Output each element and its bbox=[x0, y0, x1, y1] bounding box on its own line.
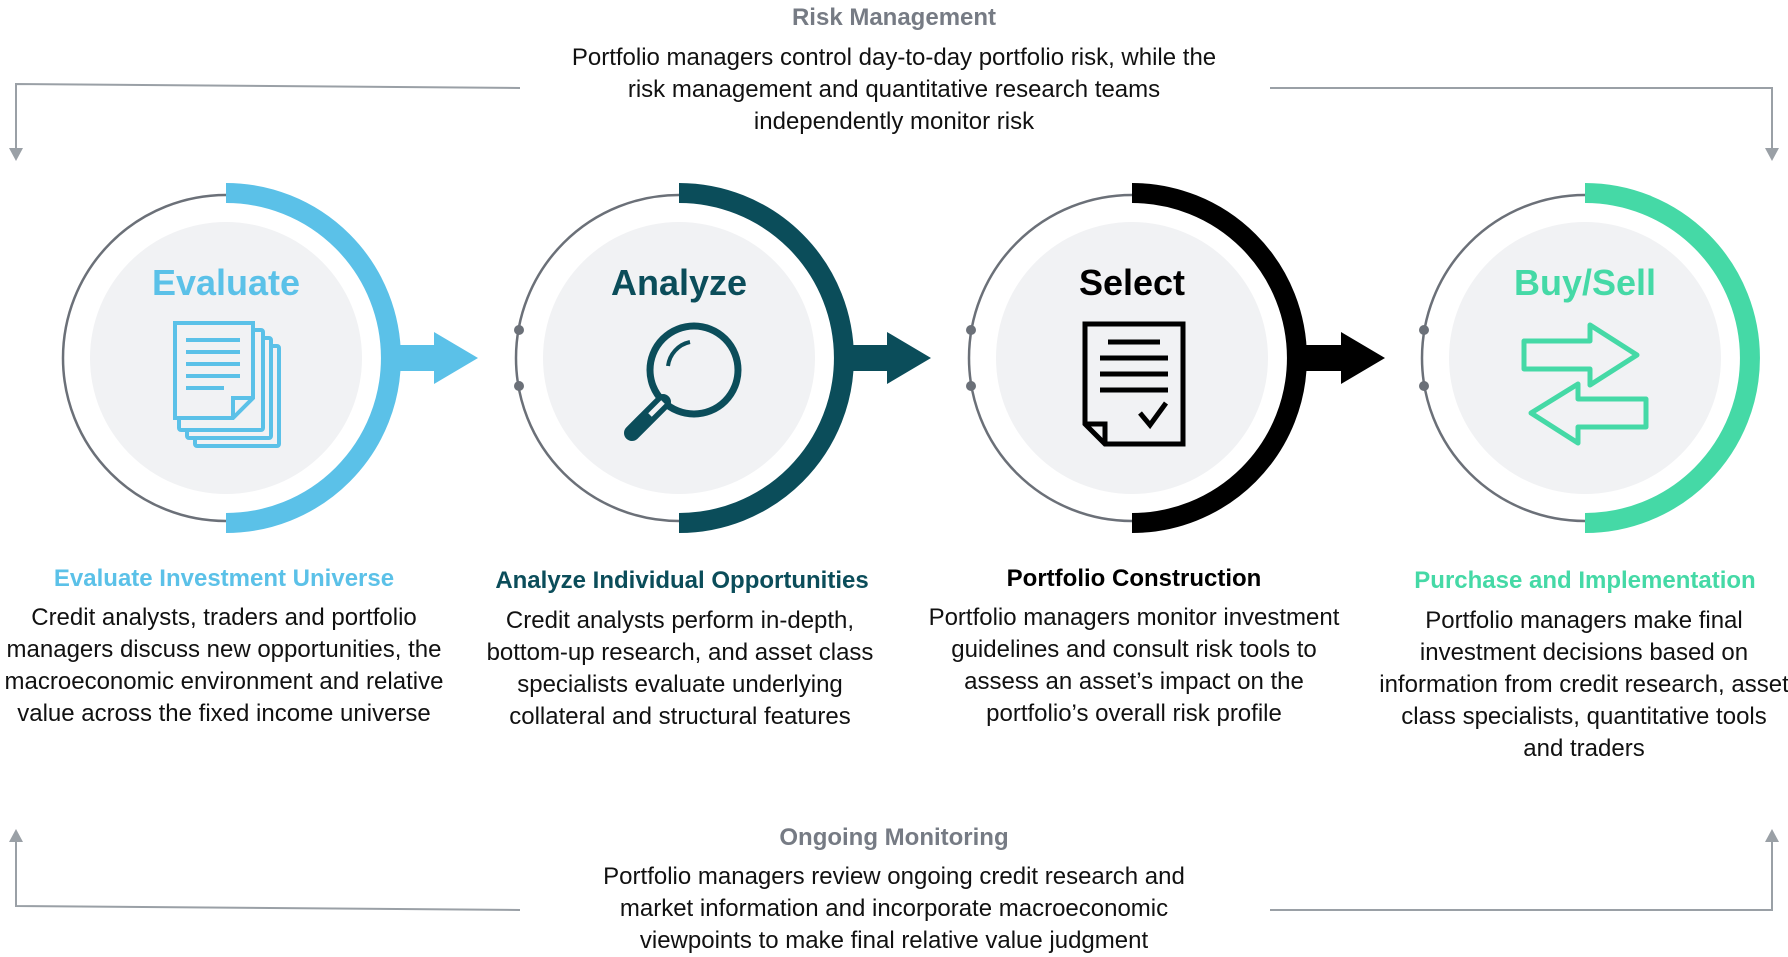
magnifier-icon bbox=[624, 322, 742, 441]
buysell-accent-arc bbox=[1584, 183, 1760, 533]
top-feedback-bracket bbox=[15, 82, 1773, 150]
stage-label-select: Select bbox=[1078, 262, 1186, 303]
risk-management-text: Portfolio managers control day-to-day po… bbox=[571, 44, 1217, 135]
stage-desc-analyze: Credit analysts perform in-depth, bottom… bbox=[486, 607, 874, 730]
buysell-inner-disc bbox=[1449, 222, 1721, 494]
stage-buysell-graphic bbox=[1419, 183, 1760, 533]
stage-label-analyze: Analyze bbox=[610, 262, 748, 303]
exchange-arrows-icon bbox=[1521, 322, 1649, 446]
stage-title-select: Portfolio Construction bbox=[1006, 565, 1262, 592]
top-right-arrowhead bbox=[1765, 148, 1779, 161]
stage-label-evaluate: Evaluate bbox=[151, 262, 301, 303]
stage-evaluate-graphic bbox=[61, 183, 478, 533]
stage-desc-select: Portfolio managers monitor investment gu… bbox=[928, 604, 1340, 727]
analyze-inner-disc bbox=[543, 222, 815, 494]
stage-desc-evaluate: Credit analysts, traders and portfolio m… bbox=[4, 604, 444, 727]
bottom-left-arrowhead bbox=[9, 829, 23, 842]
stage-title-analyze: Analyze Individual Opportunities bbox=[495, 567, 869, 594]
evaluate-connector-arrow bbox=[391, 332, 478, 384]
risk-management-title: Risk Management bbox=[791, 4, 997, 31]
stage-analyze-graphic bbox=[514, 183, 931, 533]
bottom-right-arrowhead bbox=[1765, 829, 1779, 842]
stage-select-graphic bbox=[966, 183, 1385, 533]
analyze-connector-arrow bbox=[844, 332, 931, 384]
ongoing-monitoring-title: Ongoing Monitoring bbox=[779, 824, 1009, 851]
documents-icon bbox=[173, 321, 281, 448]
stage-label-buysell: Buy/Sell bbox=[1513, 262, 1657, 303]
stage-desc-buysell: Portfolio managers make final investment… bbox=[1379, 607, 1788, 762]
stage-title-evaluate: Evaluate Investment Universe bbox=[53, 565, 395, 592]
bottom-feedback-bracket bbox=[15, 840, 1773, 911]
select-connector-arrow bbox=[1297, 332, 1385, 384]
stage-title-buysell: Purchase and Implementation bbox=[1414, 567, 1756, 594]
ongoing-monitoring-text: Portfolio managers review ongoing credit… bbox=[603, 863, 1185, 954]
evaluate-accent-arc bbox=[225, 183, 401, 533]
analyze-accent-arc bbox=[678, 183, 854, 533]
checklist-icon bbox=[1082, 321, 1186, 447]
select-accent-arc bbox=[1131, 183, 1307, 533]
top-left-arrowhead bbox=[9, 148, 23, 161]
